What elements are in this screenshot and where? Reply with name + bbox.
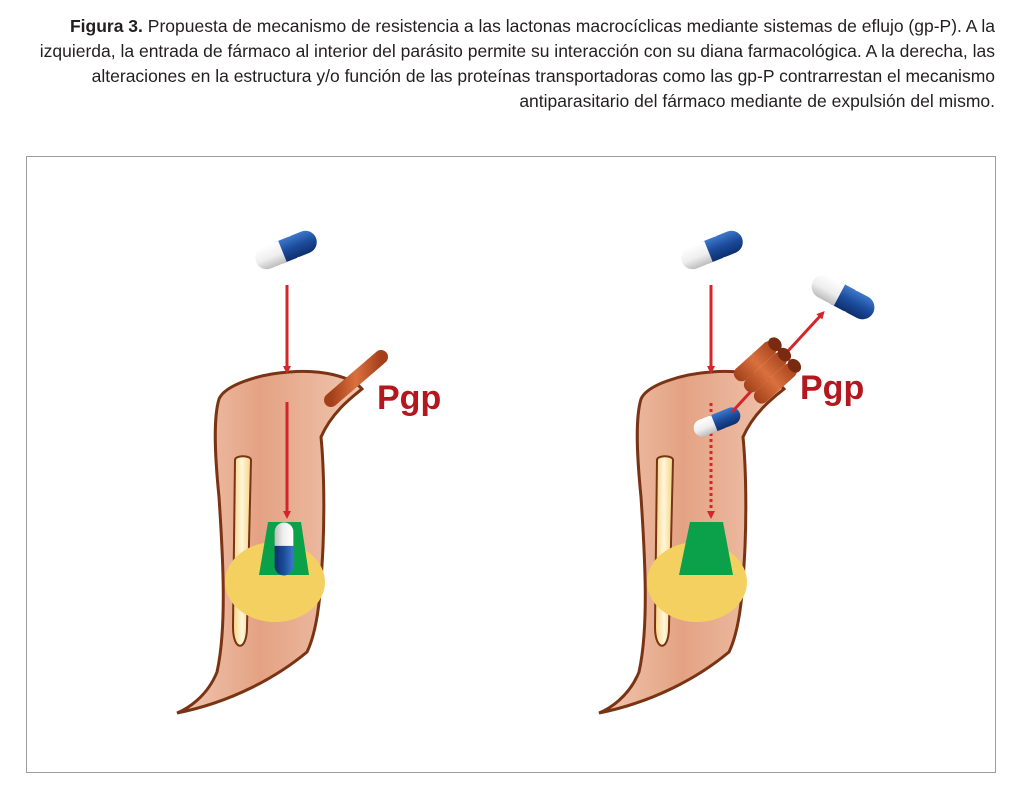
mechanism-diagram: Pgp Pgp	[176, 227, 879, 715]
capsule-bound-target	[274, 522, 294, 576]
capsule-incoming-right	[677, 227, 747, 273]
drug-target-right	[679, 522, 733, 575]
figure-panel: Pgp Pgp	[26, 156, 996, 773]
figure-caption: Figura 3. Propuesta de mecanismo de resi…	[20, 14, 995, 114]
pgp-transporter-right	[733, 337, 802, 404]
right-panel: Pgp	[598, 227, 879, 715]
pgp-transporter-left	[324, 350, 388, 407]
capsule-incoming-left	[251, 227, 321, 273]
caption-text: Propuesta de mecanismo de resistencia a …	[39, 16, 995, 111]
capsule-expelled	[807, 270, 879, 324]
left-panel: Pgp	[176, 227, 441, 715]
pgp-label-left: Pgp	[377, 379, 441, 417]
pgp-label-right: Pgp	[800, 369, 864, 407]
figure-label: Figura 3.	[69, 16, 143, 36]
